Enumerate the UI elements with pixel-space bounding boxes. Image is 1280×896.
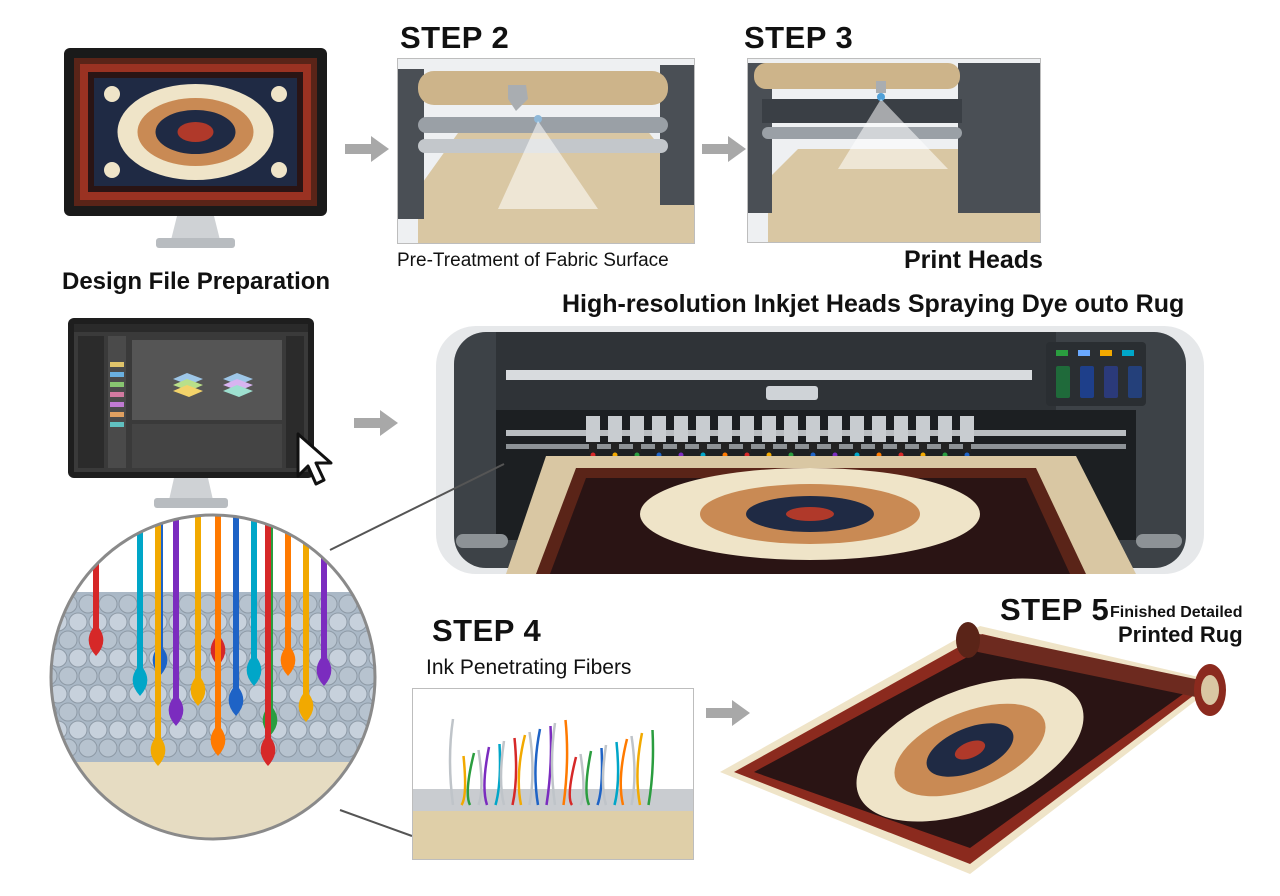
spray-nozzle-icon <box>498 121 598 209</box>
monitor-icon <box>64 48 327 248</box>
step2-caption: Pre-Treatment of Fabric Surface <box>397 250 669 271</box>
ink-drop <box>260 515 276 766</box>
ink-drop <box>298 515 314 722</box>
fiber-strand <box>550 722 557 806</box>
step4-panel <box>412 688 694 860</box>
mouse-cursor-icon <box>294 430 338 490</box>
fiber-strand <box>477 749 483 806</box>
zoom-connector <box>300 460 510 840</box>
fiber-strand <box>511 737 518 806</box>
print-head <box>806 416 820 458</box>
fiber-strand <box>562 719 569 806</box>
fiber-strand <box>448 718 455 806</box>
ink-drop <box>228 515 244 716</box>
step2-panel <box>397 58 695 244</box>
fiber-strand <box>568 756 578 806</box>
fiber-strand <box>499 740 506 806</box>
step3-panel <box>747 58 1041 243</box>
print-head <box>850 416 864 458</box>
step4-title: STEP 4 <box>432 613 542 648</box>
flow-arrow-icon <box>345 136 389 162</box>
step3-caption: Print Heads <box>904 246 1043 274</box>
fiber-strand <box>494 743 502 806</box>
step4-caption: Ink Penetrating Fibers <box>426 656 632 679</box>
ink-drop <box>210 515 226 756</box>
ink-drop <box>168 515 184 726</box>
fiber-strand <box>636 732 644 806</box>
monitor-icon <box>68 318 314 508</box>
ink-drop <box>280 515 296 676</box>
fiber-strand <box>545 725 553 806</box>
fiber-strand <box>601 744 608 806</box>
flow-arrow-icon <box>702 136 746 162</box>
fiber-strand <box>579 753 585 806</box>
printer-caption: High-resolution Inkjet Heads Spraying Dy… <box>562 290 1185 318</box>
flow-arrow-icon <box>354 410 398 436</box>
fiber-strand <box>630 735 636 806</box>
fiber-strand <box>647 729 655 806</box>
fiber-strand <box>613 741 620 806</box>
printer-machine <box>436 318 1204 574</box>
ink-drop <box>246 515 262 686</box>
fiber-strand <box>483 746 491 806</box>
fiber-strand <box>596 747 604 806</box>
step5-title: STEP 5 <box>1000 592 1110 627</box>
step3-title: STEP 3 <box>744 20 854 55</box>
fiber-strand <box>460 755 467 806</box>
ink-drop <box>190 515 206 706</box>
ink-drop <box>150 515 166 766</box>
flow-arrow-icon <box>706 700 750 726</box>
spray-nozzle-icon <box>838 99 948 169</box>
design-caption: Design File Preparation <box>62 268 331 295</box>
fiber-strand <box>585 750 593 806</box>
design-monitor <box>64 48 327 253</box>
ink-zoom-circle <box>48 512 378 842</box>
fiber-strand <box>619 738 629 806</box>
ink-drop <box>316 515 332 686</box>
step2-title: STEP 2 <box>400 20 510 55</box>
software-monitor <box>68 318 314 514</box>
fiber-strand <box>528 731 534 806</box>
ink-cartridge-icon <box>1056 366 1142 398</box>
finished-rug <box>720 612 1230 884</box>
step5-caption-line1: Finished Detailed <box>1110 604 1243 621</box>
fiber-strand <box>534 728 542 806</box>
fiber-strand <box>517 734 527 806</box>
fiber-strand <box>466 752 476 806</box>
step5-caption-line2: Printed Rug <box>1118 622 1243 647</box>
ink-drop <box>88 515 104 656</box>
ink-drop <box>132 515 148 696</box>
